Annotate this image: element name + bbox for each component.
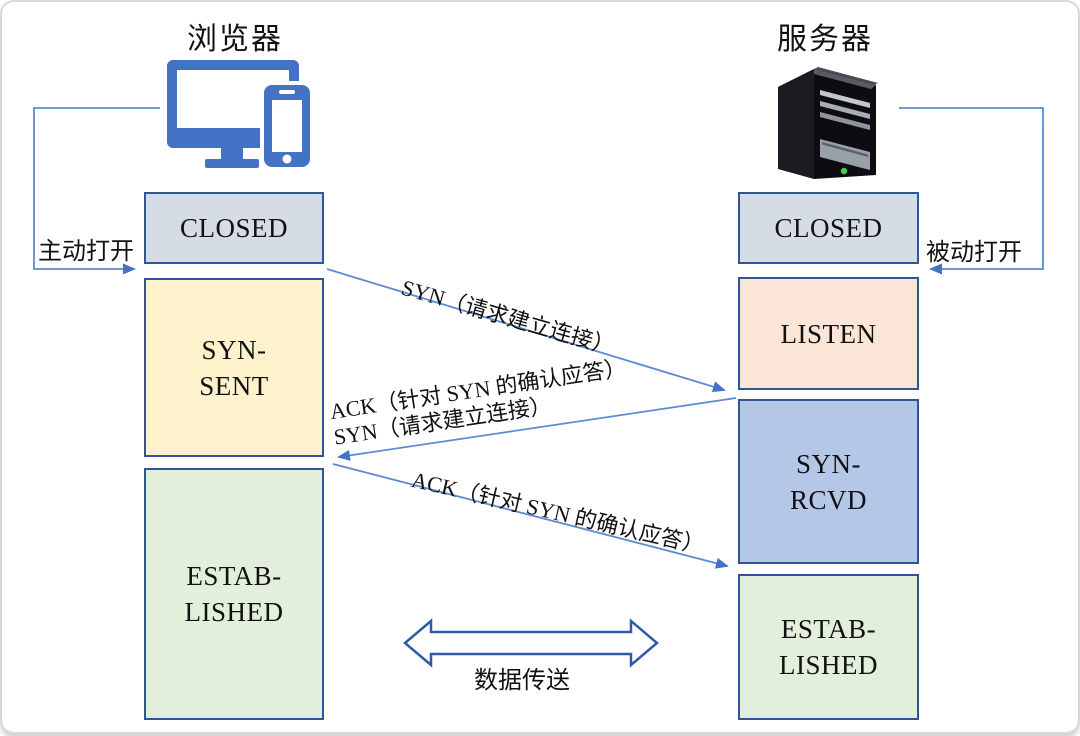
state-label: SYN- (201, 334, 267, 365)
browser-state-syn-sent: SYN- SENT (144, 278, 324, 457)
server-tower-icon (770, 57, 886, 194)
data-transfer-label: 数据传送 (474, 668, 570, 694)
passive-open-label: 被动打开 (926, 240, 1022, 266)
state-label: ESTAB- (780, 614, 877, 644)
state-label: LISHED (779, 650, 878, 680)
data-transfer-double-arrow (403, 618, 659, 668)
browser-state-closed: CLOSED (144, 192, 324, 264)
state-label: SYN- (795, 448, 861, 479)
state-label: RCVD (789, 484, 867, 515)
state-label: CLOSED (179, 213, 288, 243)
ack-final-message-label: ACK（针对 SYN 的确认应答） (409, 466, 707, 559)
state-label: ESTAB- (186, 561, 282, 591)
server-state-listen: LISTEN (738, 277, 919, 390)
state-label: SENT (199, 370, 269, 401)
state-label: LISTEN (780, 318, 877, 349)
server-state-established: ESTAB- LISHED (738, 574, 919, 720)
ack-syn-message-label: ACK（针对 SYN 的确认应答） SYN（请求建立连接） (328, 355, 632, 451)
active-open-label: 主动打开 (38, 239, 134, 265)
state-label: CLOSED (774, 213, 883, 243)
syn-message-label: SYN（请求建立连接） (398, 274, 618, 360)
state-label: LISHED (184, 597, 284, 627)
server-title: 服务器 (777, 23, 873, 56)
server-state-syn-rcvd: SYN- RCVD (738, 399, 919, 564)
browser-state-established: ESTAB- LISHED (144, 468, 324, 720)
monitor-and-phone-icon (165, 58, 323, 177)
server-state-closed: CLOSED (738, 192, 919, 264)
browser-title: 浏览器 (187, 23, 283, 56)
